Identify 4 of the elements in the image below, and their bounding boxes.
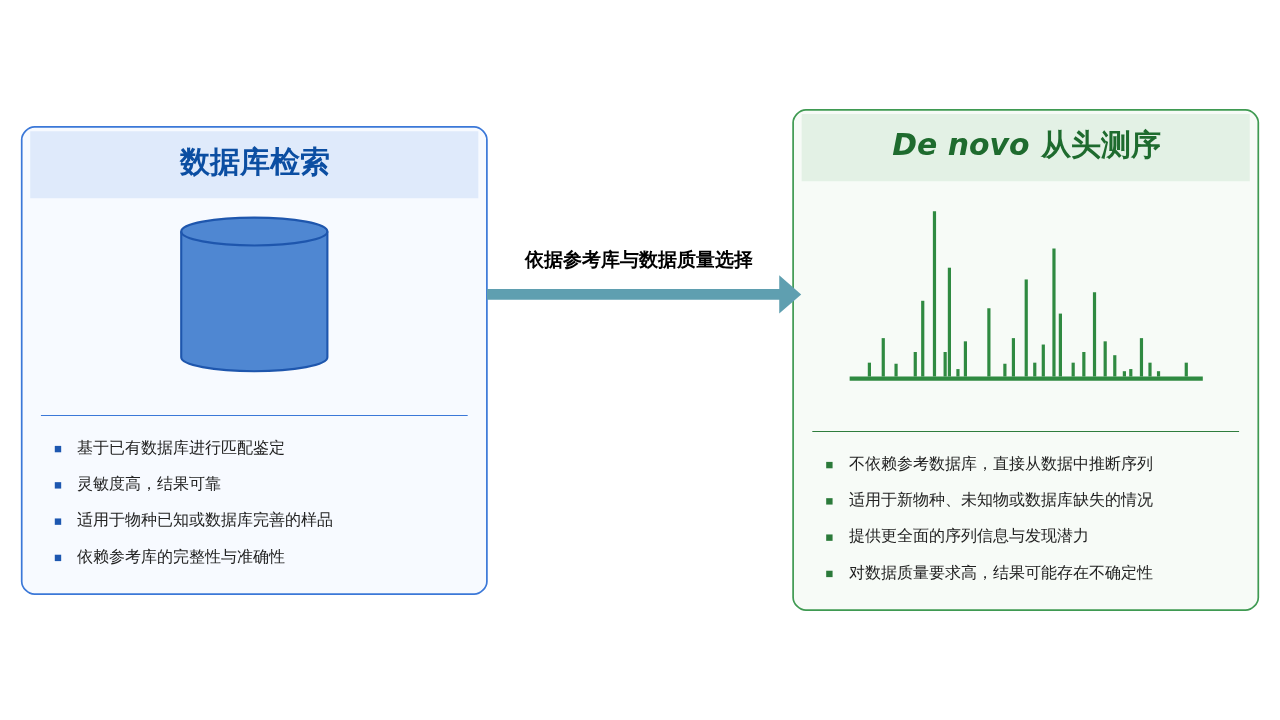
arrow <box>486 275 802 314</box>
edge-label: 依据参考库与数据质量选择 <box>524 248 753 271</box>
cluster: De novo 从头测序 不依赖参考数据库，直接从数据中推断序列 适用于新物种、未知物或数据库缺失的情况 提供更全面的序列信息与发现潜力 对数据质量要求高，结果可能存在不确定性 <box>792 108 1260 612</box>
cluster: 数据库检索 基于已有数据库进行匹配鉴定 灵敏度高，结果可靠 适用于物种已知或数据库完善的样品 依赖参考库的完整性与准确性 <box>20 126 488 596</box>
